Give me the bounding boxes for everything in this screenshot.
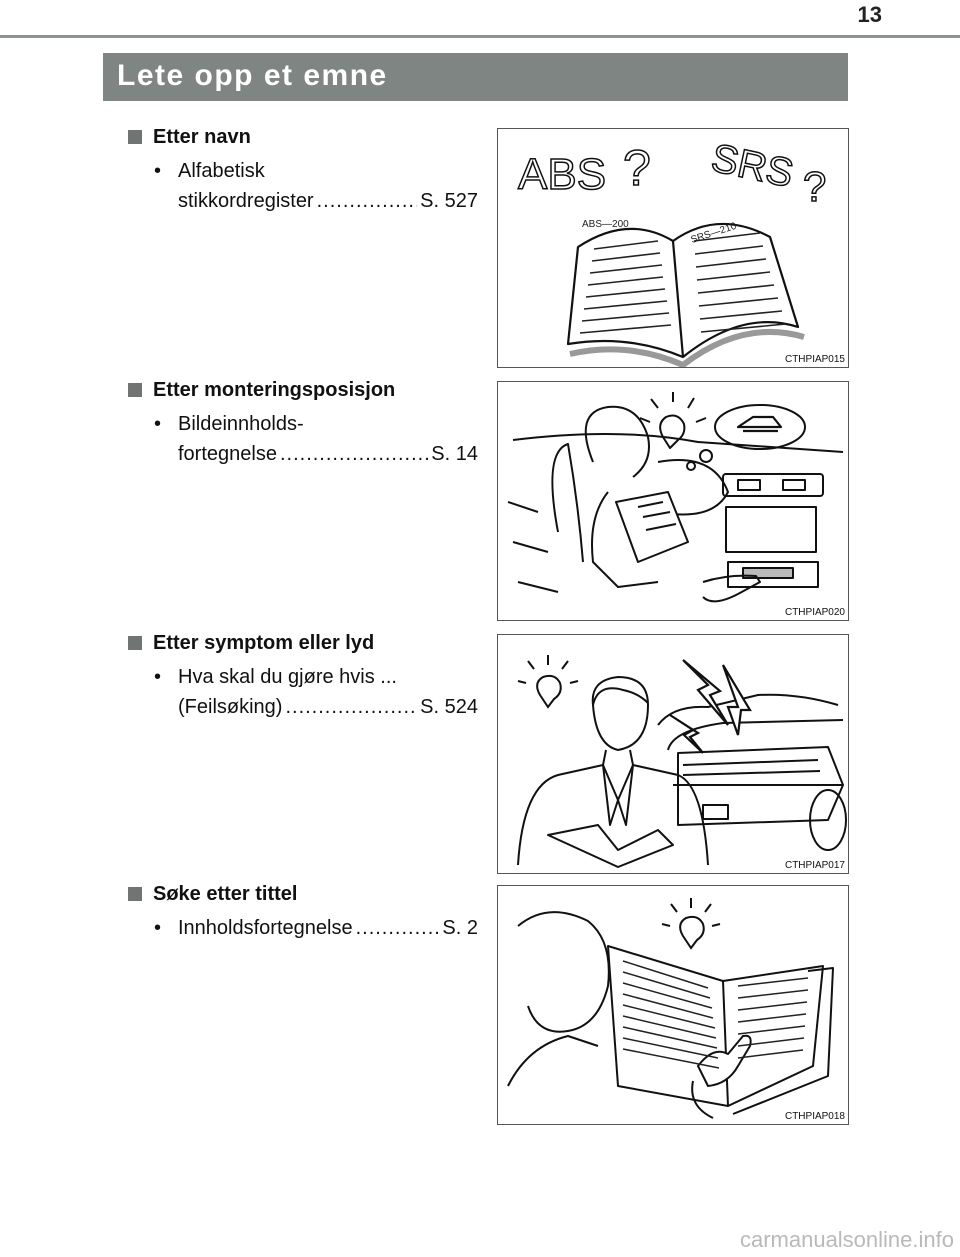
section-by-symptom: Etter symptom eller lyd • Hva skal du gj…	[128, 630, 478, 722]
figure-code: CTHPIAP018	[784, 1111, 845, 1122]
section-by-location: Etter monteringsposisjon • Bildeinnholds…	[128, 377, 478, 469]
bullet-dot-icon: •	[154, 917, 162, 939]
item-leader-text: (Feilsøking)	[178, 696, 283, 718]
item-text: Innholdsfortegnelse S. 2	[154, 913, 478, 943]
list-item: • Hva skal du gjøre hvis ... (Feilsøking…	[154, 662, 478, 722]
page-reference-link[interactable]: S. 524	[420, 696, 478, 718]
item-line: Alfabetisk	[178, 160, 265, 182]
question-mark-icon: ?	[803, 163, 826, 210]
figure-code: CTHPIAP020	[784, 607, 845, 618]
figure-reading-contents: CTHPIAP018	[497, 885, 849, 1125]
list-item: • Alfabetisk stikkordregister S. 527	[154, 156, 478, 216]
srs-label: SRS	[707, 136, 797, 196]
abs-index-label: ABS—200	[582, 219, 629, 230]
bullet-dot-icon: •	[154, 413, 162, 435]
section-heading: Søke etter tittel	[128, 881, 478, 907]
bullet-dot-icon: •	[154, 160, 162, 182]
page-reference-link[interactable]: S. 14	[431, 443, 478, 465]
square-bullet-icon	[128, 636, 142, 650]
item-line: Hva skal du gjøre hvis ...	[178, 666, 397, 688]
figure-code: CTHPIAP015	[784, 354, 845, 365]
banner-title: Lete opp et emne	[117, 59, 388, 92]
dot-leader	[317, 186, 418, 216]
item-reference-line[interactable]: Innholdsfortegnelse S. 2	[178, 913, 478, 943]
item-reference-line[interactable]: (Feilsøking) S. 524	[178, 692, 478, 722]
section-banner: Lete opp et emne	[103, 53, 848, 101]
figure-abs-srs-book: ABS ? SRS ? ABS—200 SRS—210 CTHPIAP015	[497, 128, 849, 368]
page-reference-link[interactable]: S. 527	[420, 190, 478, 212]
item-text: Alfabetisk stikkordregister S. 527	[154, 156, 478, 216]
item-leader-text: stikkordregister	[178, 190, 314, 212]
section-by-name: Etter navn • Alfabetisk stikkordregister…	[128, 124, 478, 216]
open-book-illustration: ABS ? SRS ? ABS—200 SRS—210	[517, 135, 827, 367]
dot-leader	[285, 692, 417, 722]
page-reference-link[interactable]: S. 2	[442, 917, 478, 939]
top-rule	[0, 35, 960, 38]
abs-label: ABS	[518, 150, 606, 199]
heading-text: Etter navn	[153, 125, 251, 148]
watermark: carmanualsonline.info	[739, 1227, 954, 1252]
item-text: Hva skal du gjøre hvis ... (Feilsøking) …	[154, 662, 478, 722]
figure-code: CTHPIAP017	[784, 860, 845, 871]
heading-text: Søke etter tittel	[153, 882, 298, 905]
item-reference-line[interactable]: fortegnelse S. 14	[178, 439, 478, 469]
person-reading-contents-illustration	[507, 898, 834, 1119]
man-with-manual-and-car-illustration	[517, 655, 847, 868]
list-item: • Innholdsfortegnelse S. 2	[154, 913, 478, 943]
page-number: 13	[857, 2, 882, 27]
figure-driver-dashboard: CTHPIAP020	[497, 381, 849, 621]
item-reference-line[interactable]: stikkordregister S. 527	[178, 186, 478, 216]
bullet-dot-icon: •	[154, 666, 162, 688]
heading-text: Etter monteringsposisjon	[153, 378, 396, 401]
section-heading: Etter symptom eller lyd	[128, 630, 478, 656]
item-text: Bildeinnholds- fortegnelse S. 14	[154, 409, 478, 469]
item-leader-text: fortegnelse	[178, 443, 277, 465]
square-bullet-icon	[128, 130, 142, 144]
question-mark-icon: ?	[623, 140, 651, 196]
item-line: Bildeinnholds-	[178, 413, 304, 435]
dot-leader	[356, 913, 440, 943]
figure-man-car-noise: CTHPIAP017	[497, 634, 849, 874]
square-bullet-icon	[128, 887, 142, 901]
square-bullet-icon	[128, 383, 142, 397]
list-item: • Bildeinnholds- fortegnelse S. 14	[154, 409, 478, 469]
heading-text: Etter symptom eller lyd	[153, 631, 375, 654]
dot-leader	[280, 439, 428, 469]
section-by-title: Søke etter tittel • Innholdsfortegnelse …	[128, 881, 478, 943]
section-heading: Etter monteringsposisjon	[128, 377, 478, 403]
section-heading: Etter navn	[128, 124, 478, 150]
driver-in-car-illustration	[507, 392, 844, 603]
item-leader-text: Innholdsfortegnelse	[178, 917, 353, 939]
